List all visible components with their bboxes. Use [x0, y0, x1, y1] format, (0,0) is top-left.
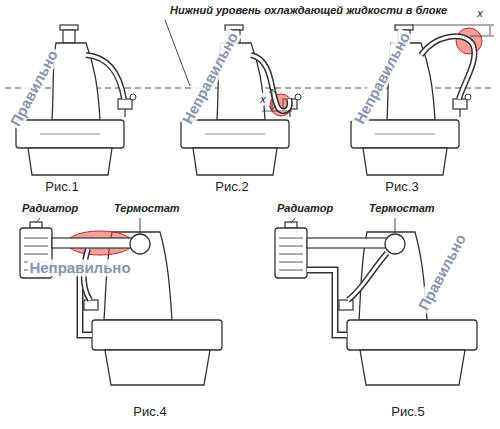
- level-note: Нижний уровень охлаждающей жидкости в бл…: [168, 4, 449, 17]
- engine-figure: [86, 55, 124, 99]
- dimension-mark: [490, 26, 491, 35]
- engine-figure: [86, 55, 124, 99]
- cooling-system-figure: [347, 320, 477, 350]
- figure-caption: Рис.1: [43, 180, 80, 195]
- cooling-system-figure: [92, 320, 222, 350]
- cooling-system-figure: [20, 218, 222, 385]
- leader-line: [165, 20, 190, 86]
- cooling-system-figure: [275, 218, 477, 385]
- cooling-system-figure: [279, 254, 303, 255]
- engine-figure: [251, 55, 290, 111]
- cooling-system-figure: [84, 300, 98, 310]
- cooling-system-figure: [36, 218, 40, 223]
- cooling-system-figure: [385, 234, 405, 254]
- cooling-system-figure: [279, 270, 303, 271]
- dimension-mark: [470, 36, 494, 37]
- cooling-system-figure: [307, 238, 387, 248]
- engine-figure: [421, 36, 474, 99]
- part-name: Термостат: [367, 202, 437, 215]
- cooling-system-figure: [360, 350, 465, 385]
- dimension-mark: [412, 25, 494, 26]
- cooling-system-figure: [52, 238, 132, 248]
- cooling-system-figure: [348, 253, 387, 300]
- cooling-system-figure: [279, 238, 303, 239]
- cooling-system-figure: [348, 253, 387, 300]
- cooling-system-figure: [140, 218, 141, 233]
- part-name: Термостат: [112, 202, 182, 215]
- cooling-system-figure: [395, 218, 396, 233]
- figure-caption: Рис.3: [383, 180, 420, 195]
- dimension-label: x: [475, 7, 485, 20]
- figure-caption: Рис.4: [131, 405, 168, 420]
- part-name: Радиатор: [275, 202, 335, 215]
- engine-figure: [421, 36, 474, 99]
- dimension-mark: [262, 111, 292, 112]
- cooling-system-figure: [24, 238, 48, 239]
- cooling-system-figure: [275, 228, 307, 278]
- cooling-system-figure: [291, 218, 295, 223]
- figure-caption: Рис.5: [389, 405, 426, 420]
- dimension-label: x: [258, 93, 268, 106]
- cooling-system-figure: [24, 254, 48, 255]
- verdict-label: Неправильно: [27, 259, 132, 276]
- figure-caption: Рис.2: [213, 180, 250, 195]
- cooling-system-figure: [105, 350, 210, 385]
- engine-figure: [251, 55, 290, 111]
- dimension-mark: [272, 89, 273, 110]
- cooling-system-figure: [279, 262, 303, 263]
- part-name: Радиатор: [20, 202, 80, 215]
- dimension-mark: [412, 25, 494, 36]
- cooling-system-figure: [130, 234, 150, 254]
- cooling-system-figure: [24, 246, 48, 247]
- cooling-system-figure: [279, 246, 303, 247]
- dimension-mark: [269, 89, 275, 93]
- dimension-mark: [269, 106, 275, 110]
